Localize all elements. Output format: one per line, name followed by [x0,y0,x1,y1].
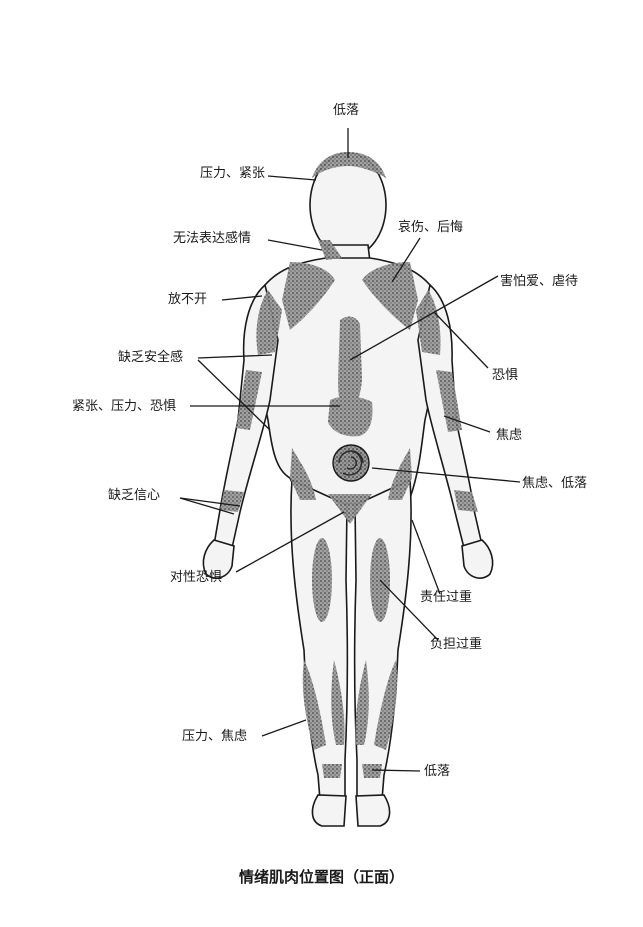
region-left-hip [290,448,316,500]
muscle-regions [220,152,478,778]
label-navel: 焦虑、低落 [522,476,588,491]
region-right-shoulder [416,290,441,355]
label-thigh-front: 负担过重 [430,637,483,652]
label-head-side: 压力、紧张 [200,166,266,181]
region-right-chest [362,262,418,330]
label-forearm-outer: 焦虑 [496,428,523,443]
label-ankle: 低落 [424,764,451,779]
region-left-thigh [312,538,332,622]
label-upper-arm-front: 缺乏安全感 [118,350,184,365]
region-left-shin [302,660,326,750]
region-sternum [338,316,362,412]
left-foot [311,794,347,827]
label-lower-leg: 压力、焦虑 [182,729,248,744]
region-right-shin [374,660,398,750]
region-right-forearm [436,370,462,432]
label-wrist: 缺乏信心 [108,488,161,503]
region-head-top [312,152,386,178]
left-leg [290,478,349,801]
region-groin [328,494,372,524]
label-shoulder: 放不开 [168,292,208,307]
label-abdomen: 紧张、压力、恐惧 [72,399,177,414]
label-head-top: 低落 [333,103,360,118]
region-left-chest [282,262,335,330]
pointer-lines [179,128,521,772]
region-left-calf [331,660,345,745]
region-right-ankle [362,764,382,778]
label-hip-thigh: 责任过重 [420,590,473,605]
region-right-calf [355,660,369,745]
region-abdomen [328,396,373,437]
body-outline [202,152,494,827]
region-left-ankle [322,764,342,778]
right-leg [353,478,412,801]
region-right-hip [388,448,412,500]
region-left-wrist [220,490,244,512]
navel-swirl [332,444,370,482]
region-left-forearm [236,370,262,430]
left-hand [202,539,235,579]
figure-caption: 情绪肌肉位置图（正面） [238,868,404,886]
label-neck: 无法表达感情 [173,231,252,246]
right-foot [355,794,391,827]
label-arm-back: 恐惧 [492,368,519,383]
label-groin: 对性恐惧 [170,570,223,585]
region-left-shoulder [256,290,282,355]
region-right-wrist [454,490,478,512]
region-neck [318,240,342,260]
label-sternum: 害怕爱、虐待 [500,274,579,289]
right-hand [461,539,494,579]
label-chest: 哀伤、后悔 [398,220,464,235]
